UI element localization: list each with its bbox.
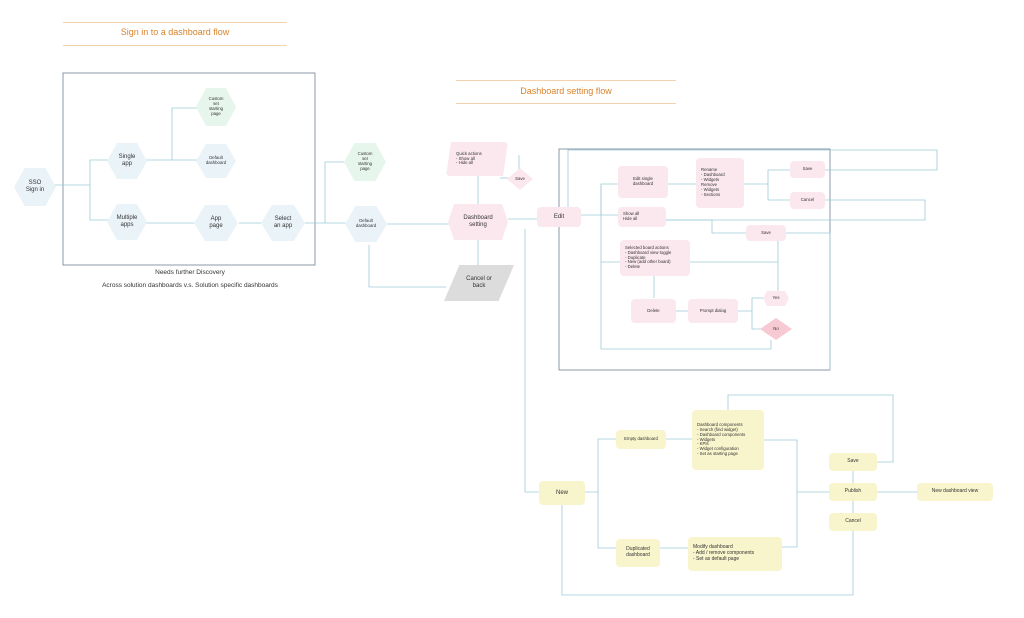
signin-frame [62, 72, 316, 266]
title-rule-bottom-2 [456, 103, 676, 104]
signin-flow-title: Sign in to a dashboard flow [120, 27, 230, 37]
selected-board-actions-node: Selected board actions- Dashboard view t… [620, 240, 690, 276]
title-rule-top-2 [456, 80, 676, 81]
publish-node: Publish [829, 483, 877, 501]
quick-actions-node: Quick actions- Show all- Hide all [446, 142, 508, 176]
across-caption: Across solution dashboards v.s. Solution… [102, 282, 278, 289]
cancel-edit-node: Cancel [790, 192, 825, 209]
edit-frame [558, 148, 831, 371]
modify-dashboard-node: Modify dashboard- Add / remove component… [688, 537, 782, 571]
title-rule-top [63, 22, 287, 23]
save-final-node: Save [829, 453, 877, 471]
new-node: New [539, 481, 585, 505]
dashboard-components-node: Dashboard components- Search (find widge… [692, 410, 764, 470]
edit-node: Edit [537, 207, 581, 227]
delete-node: Delete [631, 299, 676, 323]
no-diamond: No [760, 318, 792, 340]
yes-node: Yes [763, 291, 789, 306]
new-dashboard-view-node: New dashboard view [917, 483, 993, 501]
cancel-final-node: Cancel [829, 513, 877, 531]
empty-dashboard-node: Empty dashboard [616, 430, 666, 449]
needs-discovery-caption: Needs further Discovery [155, 269, 225, 276]
setting-flow-title: Dashboard setting flow [520, 86, 612, 96]
save-diamond-small: Save [507, 168, 533, 190]
prompt-dialog-node: Prompt dialog [688, 299, 738, 323]
title-rule-bottom [63, 45, 287, 46]
save-mid-node: Save [746, 225, 786, 241]
save-edit-node: Save [790, 161, 825, 178]
